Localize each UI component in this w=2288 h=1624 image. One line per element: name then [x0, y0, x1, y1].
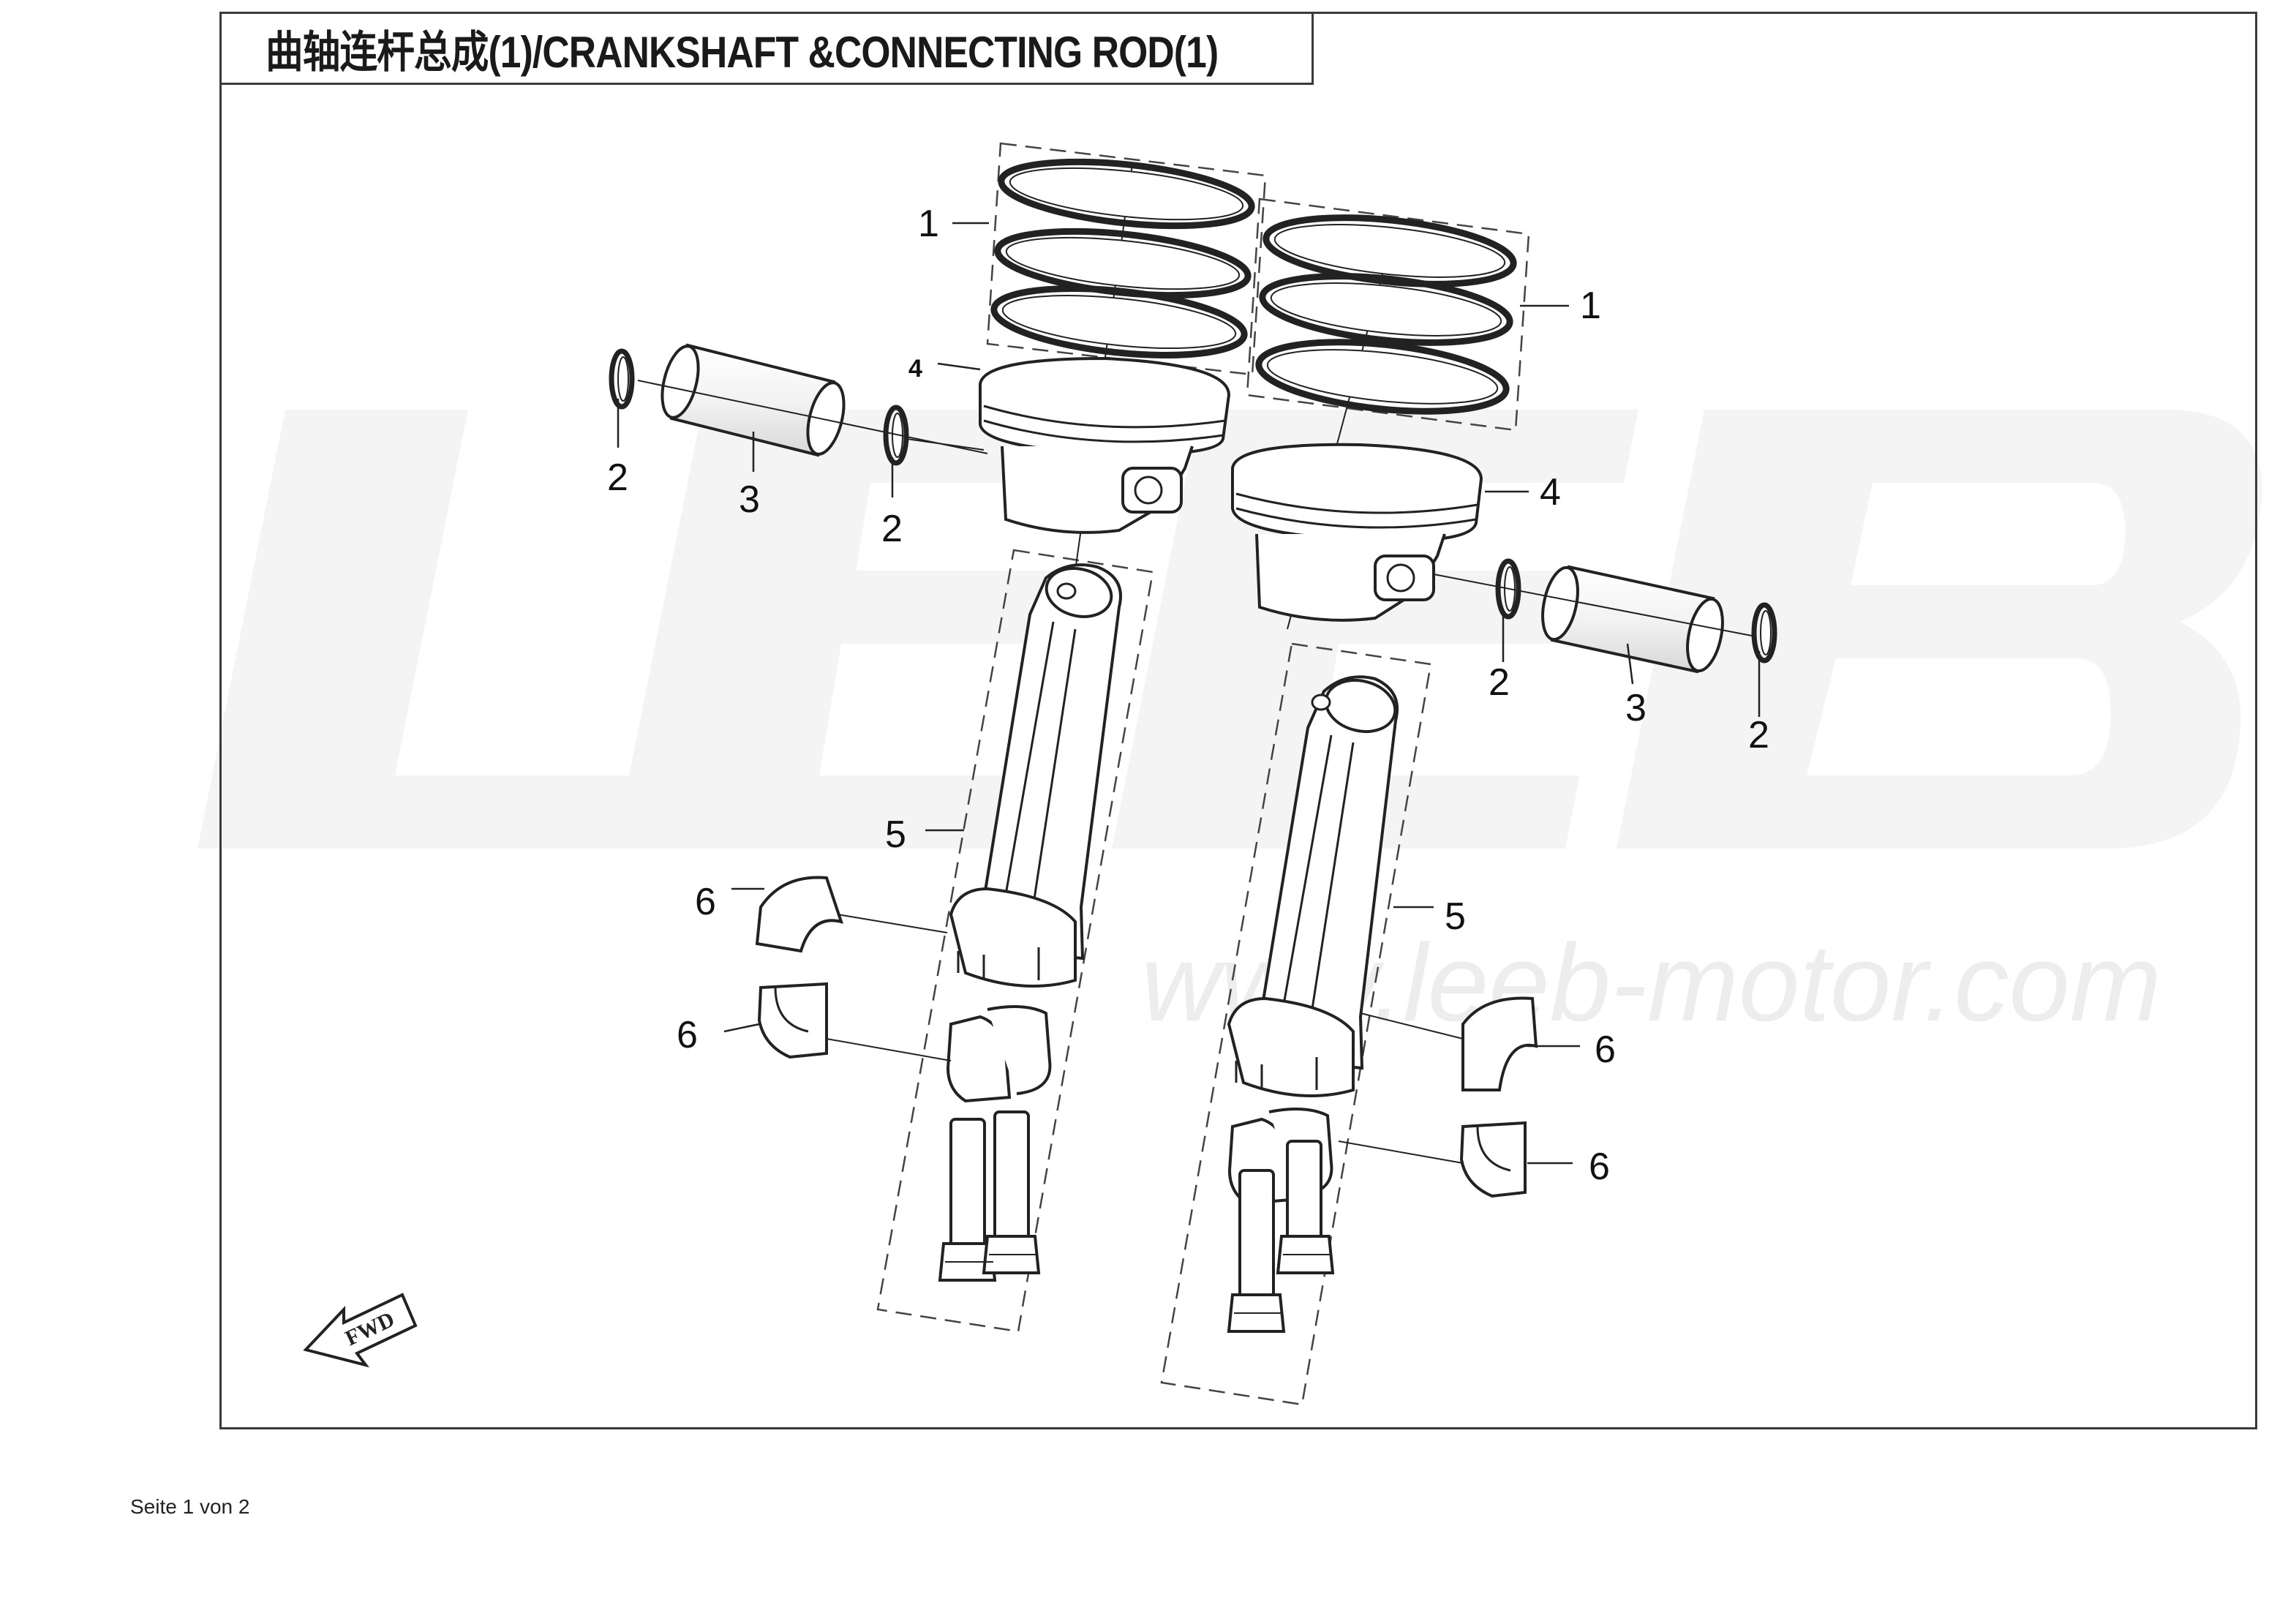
right-wrist-pin [1541, 565, 1724, 674]
callout-wrist-pin-right: 3 [1625, 687, 1647, 729]
left-circlip-outer [609, 348, 635, 410]
right-circlip-outer [1751, 602, 1777, 663]
left-bearing-upper [755, 876, 844, 953]
callout-bearing-a: 6 [695, 881, 716, 923]
callout-piston-ring-right: 1 [1580, 285, 1601, 327]
callout-circlip-a: 2 [607, 456, 628, 499]
page-footer: Seite 1 von 2 [130, 1495, 250, 1518]
callout-bearing-c: 6 [1595, 1029, 1616, 1071]
diagram-frame [219, 12, 2257, 1429]
right-circlip-inner [1495, 558, 1521, 620]
callout-connecting-rod-right: 5 [1445, 895, 1466, 938]
left-bearing-lower [757, 982, 828, 1059]
callout-circlip-c: 2 [1489, 661, 1510, 704]
callout-wrist-pin-left: 3 [739, 478, 760, 521]
right-rod-group-outline [1160, 642, 1432, 1406]
callout-piston-right: 4 [1540, 471, 1561, 514]
callout-numbers: 1 1 4 4 2 3 2 2 3 2 5 5 6 6 6 6 [607, 203, 1769, 1188]
callout-piston-left: 4 [908, 355, 922, 383]
right-ring-group-outline [1246, 198, 1530, 432]
callout-circlip-b: 2 [881, 508, 903, 550]
callout-leaders [617, 222, 1761, 1165]
left-wrist-pin [661, 343, 846, 457]
right-bearing-lower [1459, 1121, 1527, 1198]
left-piston [979, 356, 1231, 534]
left-connecting-rod [938, 563, 1122, 1282]
left-assembly [609, 142, 1267, 1333]
callout-bearing-b: 6 [677, 1014, 698, 1056]
callout-connecting-rod-left: 5 [885, 813, 906, 856]
callout-piston-ring-left: 1 [918, 203, 939, 245]
page-title: 曲轴连杆总成(1)/CRANKSHAFT &CONNECTING ROD(1) [266, 27, 1219, 77]
title-box: 曲轴连杆总成(1)/CRANKSHAFT &CONNECTING ROD(1) [219, 12, 1314, 85]
callout-circlip-d: 2 [1748, 714, 1769, 756]
right-assembly [1160, 198, 1777, 1406]
right-connecting-rod [1227, 675, 1399, 1333]
right-piston [1231, 443, 1483, 622]
left-ring-group-outline [986, 142, 1267, 376]
right-piston-rings [1255, 214, 1517, 415]
callout-bearing-d: 6 [1589, 1146, 1610, 1188]
left-piston-rings [990, 158, 1255, 358]
